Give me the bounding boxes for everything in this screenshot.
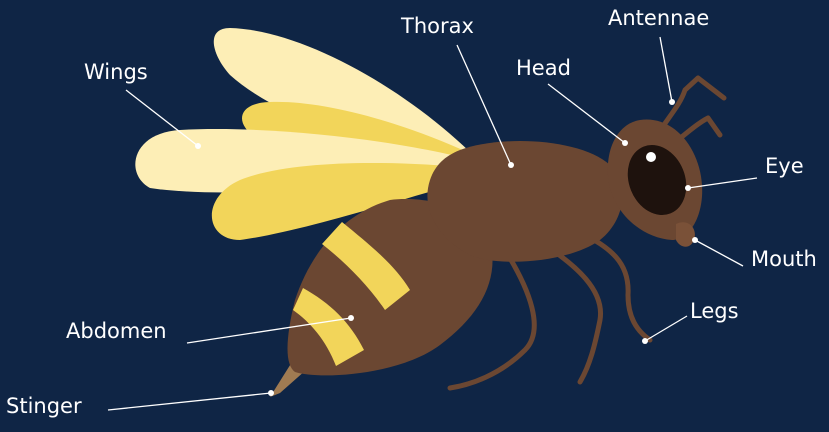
leader-stinger — [108, 393, 271, 410]
dot-stinger — [268, 390, 274, 396]
thorax-shape — [427, 141, 622, 262]
leader-legs — [645, 316, 687, 341]
label-legs: Legs — [690, 301, 739, 322]
leader-antennae — [660, 37, 672, 102]
label-thorax: Thorax — [401, 16, 474, 37]
label-wings: Wings — [84, 62, 148, 83]
label-eye: Eye — [765, 156, 804, 177]
label-head: Head — [516, 58, 571, 79]
dot-thorax — [508, 162, 514, 168]
leader-head — [548, 84, 625, 143]
label-antennae: Antennae — [608, 8, 709, 29]
leg-middle — [545, 245, 601, 382]
dot-eye — [685, 185, 691, 191]
leader-mouth — [695, 240, 743, 266]
label-mouth: Mouth — [751, 249, 817, 270]
eye-highlight — [646, 152, 656, 162]
dot-mouth — [692, 237, 698, 243]
label-stinger: Stinger — [6, 396, 82, 417]
label-abdomen: Abdomen — [66, 321, 167, 342]
dot-head — [622, 140, 628, 146]
dot-antennae — [669, 99, 675, 105]
dot-legs — [642, 338, 648, 344]
dot-wings — [195, 143, 201, 149]
dot-abdomen — [348, 315, 354, 321]
